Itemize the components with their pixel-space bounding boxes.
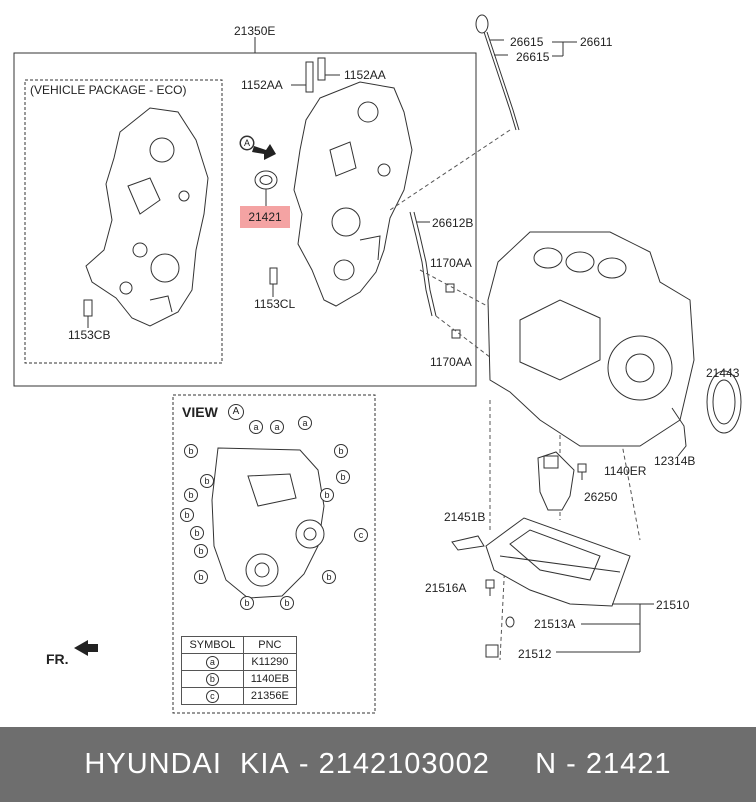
symbol-b: b [205, 672, 219, 686]
marker-b-1: b [184, 444, 198, 458]
label-eco-package: (VEHICLE PACKAGE - ECO) [30, 83, 187, 97]
marker-b-3: b [200, 474, 214, 488]
label-21451B: 21451B [444, 510, 486, 524]
marker-b-10: b [194, 570, 208, 584]
view-a-cover [211, 447, 325, 599]
label-1152AA-right: 1152AA [344, 68, 386, 82]
gap [490, 748, 535, 781]
label-26611: 26611 [580, 35, 613, 49]
label-26250: 26250 [584, 490, 618, 504]
marker-b-2: b [334, 444, 348, 458]
marker-b-5: b [184, 488, 198, 502]
oil-dipstick [475, 14, 520, 131]
marker-a-3: a [298, 416, 312, 430]
marker-b-6: b [320, 488, 334, 502]
pnc-header: PNC [242, 636, 298, 654]
part-number-banner: HYUNDAI KIA - 2142103002 N - 21421 [0, 727, 756, 802]
marker-b-8: b [190, 526, 204, 540]
label-26615-b: 26615 [516, 50, 550, 64]
arrow-a-marker: A [240, 136, 254, 150]
label-1153CL: 1153CL [254, 297, 296, 311]
pnc-b: 1140EB [242, 670, 298, 688]
label-26615-a: 26615 [510, 35, 544, 49]
marker-b-13: b [280, 596, 294, 610]
marker-b-4: b [336, 470, 350, 484]
label-1170AA-1: 1170AA [430, 256, 472, 270]
timing-cover-main [293, 81, 413, 307]
oil-strainer [537, 451, 575, 511]
rear-oil-seal [706, 370, 742, 434]
pnc-a: K11290 [242, 653, 298, 671]
symbol-header: SYMBOL [181, 636, 244, 654]
label-1170AA-2: 1170AA [430, 355, 472, 369]
brand-text: HYUNDAI KIA [84, 748, 290, 780]
marker-c-1: c [354, 528, 368, 542]
label-26612B: 26612B [432, 216, 474, 230]
gasket-21451B [451, 535, 485, 551]
label-1152AA-left: 1152AA [241, 78, 283, 92]
symbol-c: c [205, 689, 219, 703]
n-label: N [535, 748, 558, 780]
oil-pan [485, 517, 631, 607]
separator-1: - [289, 748, 319, 780]
label-21513A: 21513A [534, 617, 576, 631]
diagram-canvas [13, 14, 742, 714]
symbol-table: SYMBOL PNC a K11290 b 1140EB c 21356E [181, 636, 298, 705]
label-21350E: 21350E [234, 24, 276, 38]
label-21510: 21510 [656, 598, 690, 612]
marker-b-12: b [240, 596, 254, 610]
separator-2: - [557, 748, 586, 780]
view-a-letter: A [228, 404, 244, 420]
pnc-c: 21356E [242, 687, 298, 705]
view-a-title: VIEW [182, 404, 218, 420]
marker-a-1: a [249, 420, 263, 434]
oil-seal-21421 [254, 170, 278, 206]
label-1140ER: 1140ER [604, 464, 647, 478]
label-21512: 21512 [518, 647, 552, 661]
guide-tube [409, 211, 437, 317]
label-12314B: 12314B [654, 454, 696, 468]
front-arrow [74, 640, 98, 656]
front-label: FR. [46, 651, 69, 667]
marker-b-11: b [322, 570, 336, 584]
label-21516A: 21516A [425, 581, 467, 595]
marker-b-7: b [180, 508, 194, 522]
view-a-box [172, 394, 376, 714]
timing-cover-eco [85, 107, 209, 327]
label-21443: 21443 [706, 366, 740, 380]
highlight-21421: 21421 [240, 206, 290, 228]
cylinder-block [487, 231, 695, 447]
symbol-a: a [205, 655, 219, 669]
marker-b-9: b [194, 544, 208, 558]
part-number: 2142103002 [318, 748, 490, 780]
n-value: 21421 [585, 748, 672, 780]
group-box-21350E [13, 52, 477, 387]
view-prefix: VIEW [182, 404, 218, 420]
label-1153CB: 1153CB [68, 328, 111, 342]
marker-a-2: a [270, 420, 284, 434]
